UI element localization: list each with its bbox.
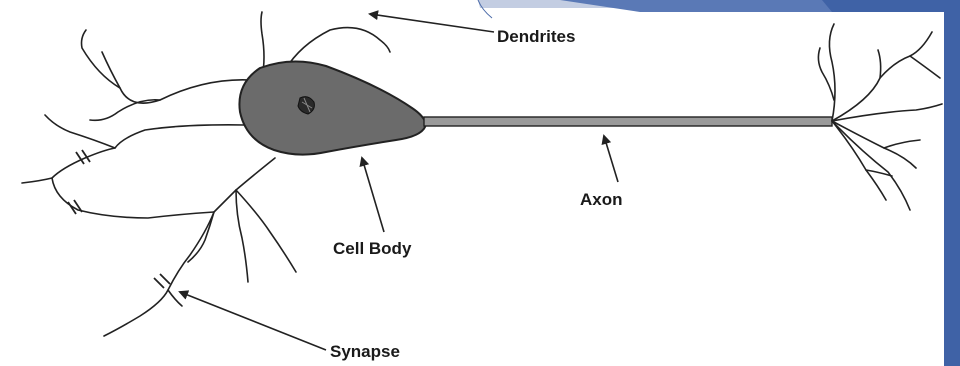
cell-body <box>239 61 426 154</box>
terminal-branch <box>829 24 835 121</box>
terminal-branch <box>832 121 886 200</box>
dendrite-branch <box>82 30 121 88</box>
dendrites <box>22 12 390 336</box>
terminal-branch <box>878 50 881 78</box>
dendrite-branch <box>52 178 214 218</box>
synapses <box>68 150 170 288</box>
synapse-gap <box>154 274 170 288</box>
dendrite-branch <box>22 125 245 183</box>
dendrites-arrow <box>370 14 494 32</box>
dendrites-label: Dendrites <box>497 27 575 47</box>
dendrite-branch <box>236 190 248 282</box>
terminal-branch <box>832 32 932 121</box>
slide-background-shapes <box>478 0 960 366</box>
terminal-branch <box>910 56 940 78</box>
cell-body-arrow <box>362 158 384 232</box>
axon <box>424 117 832 126</box>
terminal-branch <box>818 48 834 100</box>
slide-right-edge-bar <box>944 12 960 366</box>
terminal-branch <box>832 121 910 210</box>
terminal-branch <box>832 104 942 121</box>
synapse-arrow <box>180 292 326 350</box>
axon-terminals <box>818 24 942 210</box>
axon-label: Axon <box>580 190 623 210</box>
cell-body-label: Cell Body <box>333 239 411 259</box>
dendrite-branch <box>102 52 250 103</box>
synapse-label: Synapse <box>330 342 400 362</box>
dendrite-branch <box>45 115 115 148</box>
synapse-gap <box>68 200 82 214</box>
axon-arrow <box>604 136 618 182</box>
slide-accent-dark <box>822 0 960 12</box>
dendrite-branch <box>104 158 275 336</box>
terminal-branch <box>884 140 920 148</box>
